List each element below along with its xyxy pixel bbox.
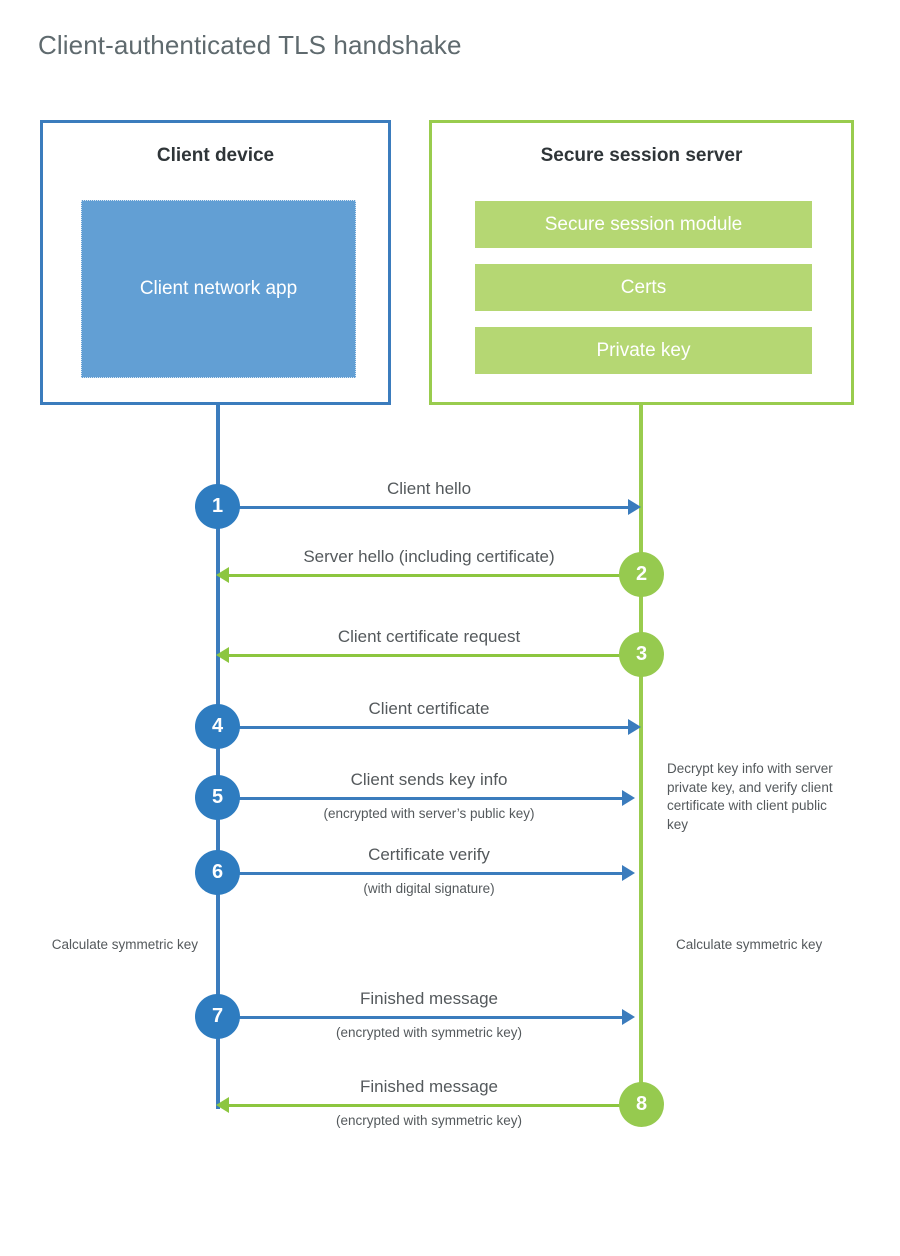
message-label-4: Client certificate [368,699,490,718]
step-badge-8[interactable]: 8 [619,1082,664,1127]
arrow-head-icon [622,790,635,806]
step-badge-3[interactable]: 3 [619,632,664,677]
arrow-head-icon [216,647,229,663]
message-arrow-line-6 [218,872,624,875]
message-label-6: Certificate verify [368,845,490,864]
message-sublabel-6: (with digital signature) [363,881,495,896]
message-label-8: Finished message [360,1077,498,1096]
arrow-head-icon [216,567,229,583]
message-sublabel-7: (encrypted with symmetric key) [335,1025,523,1040]
message-arrow-line-2 [228,574,641,577]
step-badge-4[interactable]: 4 [195,704,240,749]
arrow-head-icon [622,1009,635,1025]
message-arrow-line-3 [228,654,641,657]
client-device-box: Client device Client network app [40,120,391,405]
note-server-decrypt-verify: Decrypt key info with server private key… [667,761,833,832]
server-component-certs: Certs [475,264,812,311]
message-sublabel-5: (encrypted with server’s public key) [323,806,535,821]
secure-session-server-title: Secure session server [540,145,743,166]
message-label-2: Server hello (including certificate) [303,547,555,566]
step-badge-1[interactable]: 1 [195,484,240,529]
message-label-7: Finished message [360,989,498,1008]
message-label-1: Client hello [386,479,472,498]
message-arrow-line-5 [218,797,624,800]
secure-session-server-box: Secure session server Secure session mod… [429,120,854,405]
message-label-5: Client sends key info [350,770,508,789]
page-title: Client-authenticated TLS handshake [38,30,462,60]
message-arrow-line-1 [218,506,630,509]
arrow-head-icon [216,1097,229,1113]
step-badge-5[interactable]: 5 [195,775,240,820]
note-server-calculate-symmetric-key: Calculate symmetric key [676,937,823,952]
note-client-calculate-symmetric-key: Calculate symmetric key [51,937,198,952]
client-lifeline [216,403,220,1109]
client-network-app-block: Client network app [81,200,356,378]
server-lifeline [639,403,643,1109]
message-arrow-line-4 [218,726,630,729]
arrow-head-icon [622,865,635,881]
message-arrow-line-7 [218,1016,624,1019]
message-arrow-line-8 [228,1104,641,1107]
step-badge-7[interactable]: 7 [195,994,240,1039]
server-component-secure-session-module: Secure session module [475,201,812,248]
step-badge-6[interactable]: 6 [195,850,240,895]
arrow-head-icon [628,719,641,735]
message-sublabel-8: (encrypted with symmetric key) [335,1113,523,1128]
message-label-3: Client certificate request [337,627,521,646]
arrow-head-icon [628,499,641,515]
step-badge-2[interactable]: 2 [619,552,664,597]
client-device-title: Client device [156,145,275,166]
server-component-private-key: Private key [475,327,812,374]
